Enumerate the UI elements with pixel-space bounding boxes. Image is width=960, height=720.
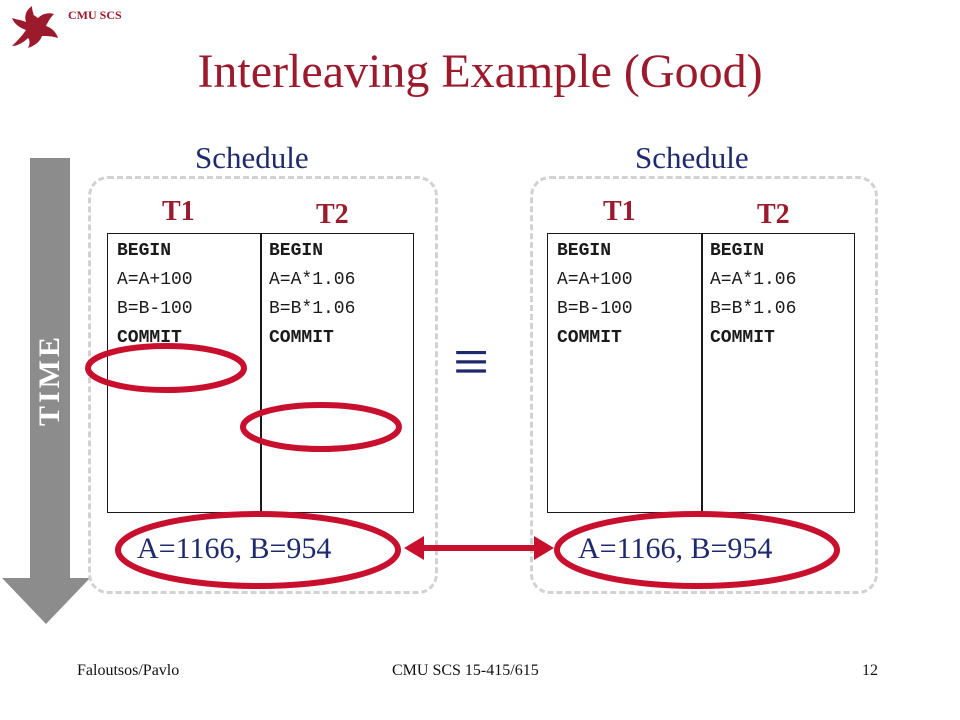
op-row: A=A*1.06 <box>710 270 797 290</box>
op-row: A=A*1.06 <box>269 270 356 290</box>
left-t2-header: T2 <box>316 199 349 230</box>
time-label: TIME <box>33 333 66 427</box>
right-schedule-box <box>530 176 878 594</box>
left-schedule-label: Schedule <box>195 140 309 175</box>
time-arrow-icon <box>2 158 90 624</box>
column-divider <box>701 234 703 512</box>
op-row: COMMIT <box>710 328 775 348</box>
op-row: B=B-100 <box>557 299 633 319</box>
griffin-logo-icon <box>12 6 58 48</box>
footer-page-number: 12 <box>862 662 878 679</box>
op-row: BEGIN <box>710 241 765 261</box>
footer-author: Faloutsos/Pavlo <box>77 662 180 679</box>
left-result: A=1166, B=954 <box>137 532 332 565</box>
op-row: BEGIN <box>117 241 172 261</box>
left-schedule-table: BEGIN A=A+100 B=B-100 COMMIT BEGIN A=A*1… <box>107 233 414 513</box>
right-t2-header: T2 <box>757 199 790 230</box>
left-t1-ops: BEGIN A=A+100 B=B-100 COMMIT <box>117 237 193 353</box>
op-row: A=A+100 <box>557 270 633 290</box>
op-row: B=B*1.06 <box>269 299 356 319</box>
equivalence-symbol: ≡ <box>453 326 490 397</box>
op-row: BEGIN <box>269 241 324 261</box>
right-t2-ops: BEGIN A=A*1.06 B=B*1.06 COMMIT <box>710 237 796 353</box>
left-t2-ops: BEGIN A=A*1.06 B=B*1.06 COMMIT <box>269 237 355 353</box>
right-schedule-label: Schedule <box>635 140 749 175</box>
op-row: B=B*1.06 <box>710 299 797 319</box>
op-row: B=B-100 <box>117 299 193 319</box>
column-divider <box>260 234 262 512</box>
footer-course: CMU SCS 15-415/615 <box>392 662 539 679</box>
op-row: COMMIT <box>557 328 622 348</box>
op-row: BEGIN <box>557 241 612 261</box>
slide-title: Interleaving Example (Good) <box>197 45 763 98</box>
right-t1-ops: BEGIN A=A+100 B=B-100 COMMIT <box>557 237 633 353</box>
right-t1-header: T1 <box>603 196 636 227</box>
op-row: COMMIT <box>269 328 334 348</box>
right-result: A=1166, B=954 <box>578 532 773 565</box>
org-label: CMU SCS <box>68 8 122 22</box>
right-schedule-table: BEGIN A=A+100 B=B-100 COMMIT BEGIN A=A*1… <box>547 233 855 513</box>
left-t1-header: T1 <box>162 196 195 227</box>
op-row: A=A+100 <box>117 270 193 290</box>
op-row: COMMIT <box>117 328 182 348</box>
